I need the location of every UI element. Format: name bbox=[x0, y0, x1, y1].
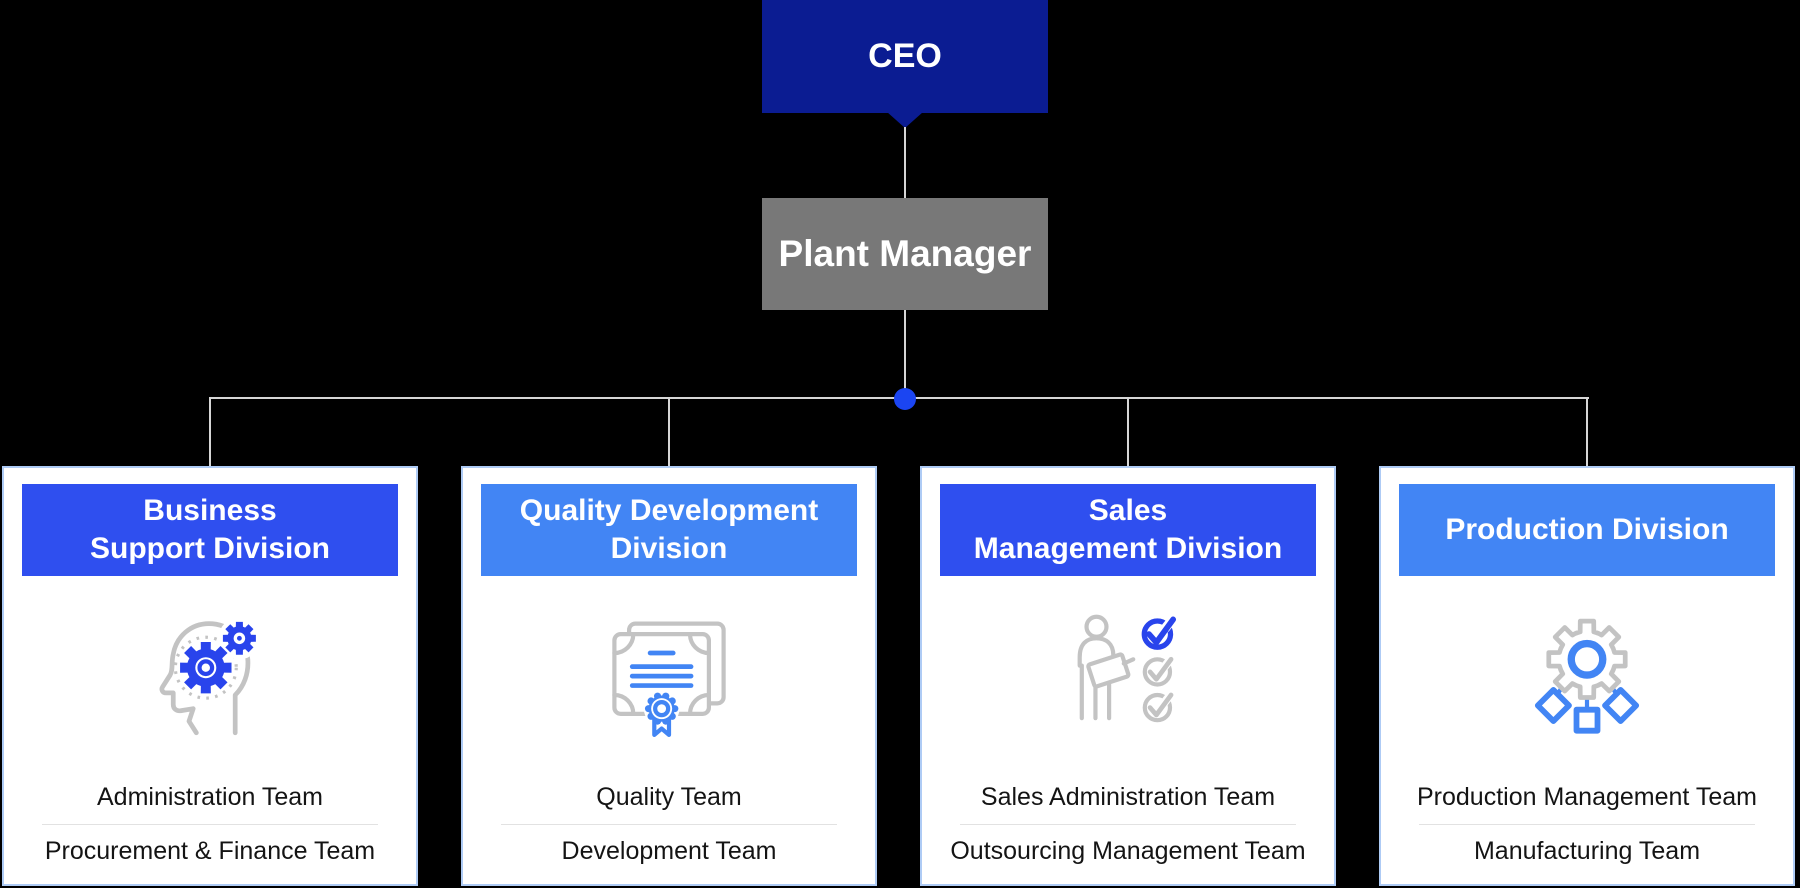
team-item: Outsourcing Management Team bbox=[950, 837, 1306, 865]
head-gears-icon bbox=[159, 616, 261, 735]
ceo-label: CEO bbox=[868, 37, 942, 75]
division-header: Production Division bbox=[1399, 484, 1775, 576]
team-item: Production Management Team bbox=[1416, 783, 1757, 811]
connector-manager-trunk bbox=[904, 310, 906, 399]
division-card-business-support: Business Support Division Administration… bbox=[2, 466, 418, 886]
team-list: Sales Administration Team Outsourcing Ma… bbox=[942, 771, 1314, 878]
connector-drop-sales-management bbox=[1127, 398, 1129, 467]
certificate-icon bbox=[612, 621, 726, 737]
connector-drop-quality-development bbox=[668, 398, 670, 467]
connector-junction-dot bbox=[894, 388, 916, 410]
division-header: Sales Management Division bbox=[940, 484, 1316, 576]
team-item: Manufacturing Team bbox=[1473, 837, 1701, 865]
team-item: Sales Administration Team bbox=[980, 783, 1276, 811]
division-icon-wrap bbox=[463, 576, 875, 771]
plant-manager-label: Plant Manager bbox=[778, 233, 1032, 274]
division-title: Sales Management Division bbox=[973, 494, 1283, 565]
division-card-production: Production Division Production Managemen… bbox=[1379, 466, 1795, 886]
division-icon-wrap bbox=[4, 576, 416, 771]
team-divider bbox=[1419, 824, 1755, 825]
connector-ceo-to-manager bbox=[904, 127, 906, 198]
division-icon-wrap bbox=[1381, 576, 1793, 771]
division-title: Production Division bbox=[1445, 513, 1729, 546]
team-item: Quality Team bbox=[596, 783, 742, 811]
team-list: Quality Team Development Team bbox=[483, 771, 855, 878]
ceo-pointer-triangle bbox=[887, 112, 923, 128]
ceo-box: CEO bbox=[762, 0, 1048, 113]
team-item: Development Team bbox=[561, 837, 777, 865]
plant-manager-box: Plant Manager bbox=[762, 198, 1048, 310]
team-item: Administration Team bbox=[96, 783, 324, 811]
division-header: Business Support Division bbox=[22, 484, 398, 576]
division-card-quality-development: Quality Development Division Quality Tea… bbox=[461, 466, 877, 886]
team-divider bbox=[501, 824, 837, 825]
team-list: Production Management Team Manufacturing… bbox=[1401, 771, 1773, 878]
team-list: Administration Team Procurement & Financ… bbox=[24, 771, 396, 878]
division-header: Quality Development Division bbox=[481, 484, 857, 576]
person-checklist-icon bbox=[1077, 613, 1178, 722]
team-divider bbox=[42, 824, 378, 825]
division-title: Business Support Division bbox=[90, 494, 330, 565]
division-title: Quality Development Division bbox=[519, 494, 819, 565]
connector-drop-production bbox=[1586, 398, 1588, 467]
division-icon-wrap bbox=[922, 576, 1334, 771]
division-card-sales-management: Sales Management Division Sales Administ… bbox=[920, 466, 1336, 886]
gear-network-icon bbox=[1534, 618, 1640, 734]
connector-drop-business-support bbox=[209, 398, 211, 467]
team-item: Procurement & Finance Team bbox=[44, 837, 376, 865]
team-divider bbox=[960, 824, 1296, 825]
